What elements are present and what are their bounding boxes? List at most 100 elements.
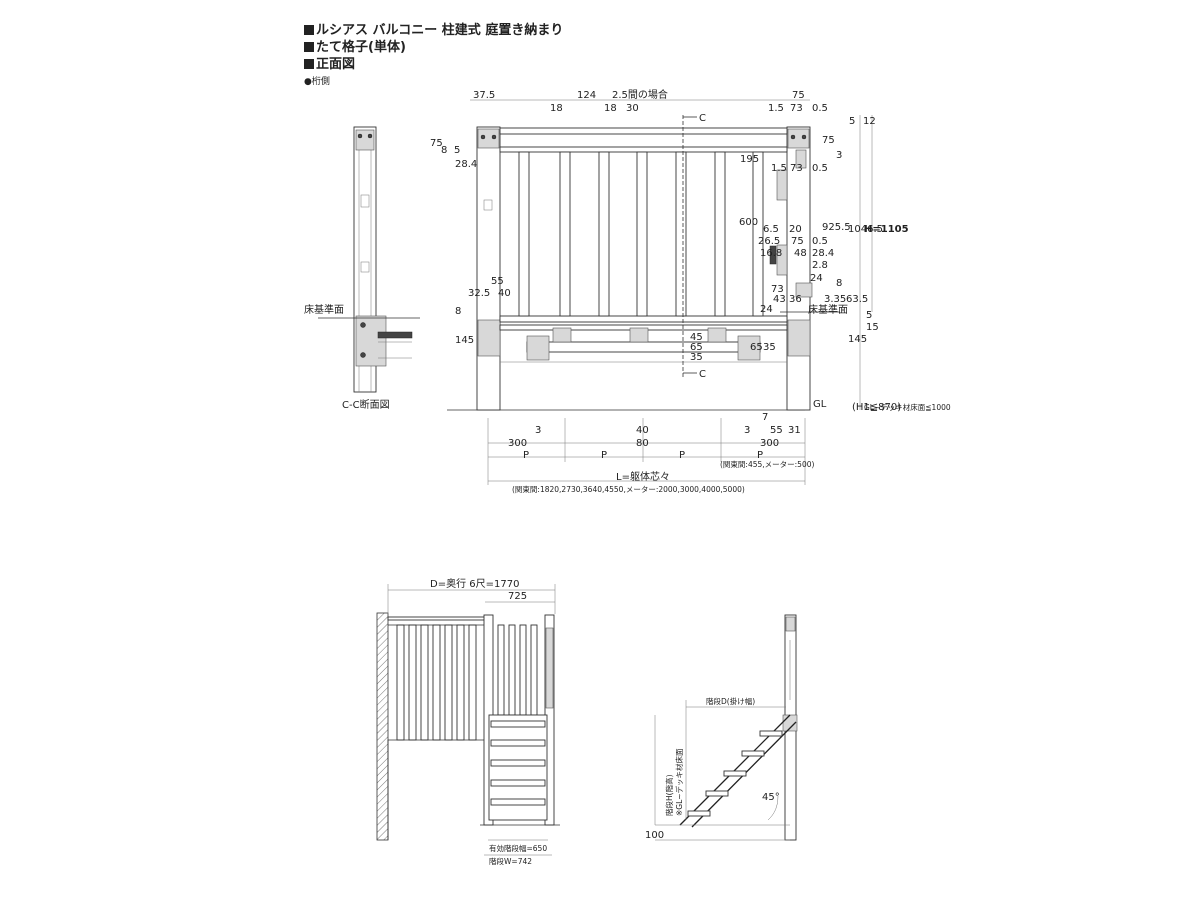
- top-rail: [499, 127, 788, 135]
- svg-text:24: 24: [810, 273, 823, 284]
- label-stair-eff: 有効階段幅=650: [489, 843, 547, 853]
- svg-text:18: 18: [550, 103, 563, 114]
- svg-text:0.5: 0.5: [812, 236, 828, 247]
- label-kanto-l: (関東間:1820,2730,3640,4550,メーター:2000,3000,…: [512, 484, 745, 494]
- svg-text:0.5: 0.5: [812, 103, 828, 114]
- label-w725: 725: [508, 591, 527, 602]
- svg-text:36: 36: [789, 294, 802, 305]
- svg-text:3.35: 3.35: [824, 294, 846, 305]
- svg-text:124: 124: [577, 90, 596, 101]
- svg-text:35: 35: [690, 352, 703, 363]
- dim-37-5: 37.5: [473, 90, 495, 101]
- label-floor-left: 床基準面: [304, 303, 344, 316]
- svg-text:2.8: 2.8: [812, 260, 828, 271]
- cc-post-cap: [355, 129, 375, 151]
- upper-rail: [499, 146, 788, 153]
- label-h-total: H=1105: [864, 224, 909, 235]
- left-post-bracket: [477, 319, 501, 357]
- label-stair-w: 階段W=742: [489, 856, 532, 866]
- svg-text:32.5: 32.5: [468, 288, 490, 299]
- svg-text:5: 5: [454, 145, 460, 156]
- title-subnote: ●桁側: [304, 77, 330, 87]
- label-cc-section: C-C断面図: [342, 398, 390, 411]
- svg-text:73: 73: [790, 103, 803, 114]
- svg-text:55: 55: [491, 276, 504, 287]
- svg-text:30: 30: [626, 103, 639, 114]
- bullet-square-icon: [304, 59, 314, 69]
- label-span-case: 2.5間の場合: [612, 88, 668, 101]
- side-treads: [687, 730, 783, 817]
- svg-text:1.5: 1.5: [768, 103, 784, 114]
- svg-text:925.5: 925.5: [822, 222, 851, 233]
- svg-text:3: 3: [535, 425, 541, 436]
- svg-text:43: 43: [773, 294, 786, 305]
- label-stair-h: 階段H(階高): [664, 774, 674, 816]
- label-l-center: L=躯体芯々: [616, 470, 670, 483]
- svg-text:3: 3: [836, 150, 842, 161]
- label-gl: GL: [813, 399, 827, 410]
- svg-text:0.5: 0.5: [812, 163, 828, 174]
- svg-text:145: 145: [455, 335, 474, 346]
- cc-section-view: 床基準面 C-C断面図: [304, 126, 420, 411]
- svg-text:65: 65: [690, 342, 703, 353]
- label-p-4: P: [757, 450, 763, 461]
- svg-text:8: 8: [455, 306, 461, 317]
- label-angle: 45°: [762, 792, 780, 803]
- svg-text:145: 145: [848, 334, 867, 345]
- svg-text:16.8: 16.8: [760, 248, 782, 259]
- svg-text:55: 55: [770, 425, 783, 436]
- label-h100: 100: [645, 830, 664, 841]
- stair-treads: [490, 720, 546, 806]
- title-line-3: 正面図: [304, 56, 563, 73]
- svg-text:8: 8: [836, 278, 842, 289]
- svg-text:7: 7: [762, 412, 768, 423]
- svg-text:40: 40: [636, 425, 649, 436]
- svg-text:45: 45: [690, 332, 703, 343]
- svg-text:73: 73: [790, 163, 803, 174]
- balusters: [518, 151, 764, 317]
- svg-text:75: 75: [792, 90, 805, 101]
- svg-text:35: 35: [763, 342, 776, 353]
- label-h1: (H1≦870): [852, 402, 901, 413]
- svg-text:75: 75: [822, 135, 835, 146]
- svg-text:75: 75: [430, 138, 443, 149]
- label-stair-d: 階段D(掛け幅): [706, 696, 755, 706]
- svg-text:1.5: 1.5: [771, 163, 787, 174]
- svg-text:26.5: 26.5: [758, 236, 780, 247]
- svg-text:28.4: 28.4: [455, 159, 477, 170]
- svg-text:63.5: 63.5: [846, 294, 868, 305]
- svg-text:24: 24: [760, 304, 773, 315]
- label-stair-note: ※GL~デッキ材床面: [674, 748, 684, 816]
- svg-text:3: 3: [744, 425, 750, 436]
- left-post-cap: [477, 128, 500, 149]
- svg-text:20: 20: [789, 224, 802, 235]
- svg-text:300: 300: [760, 438, 779, 449]
- right-post-cap: [787, 128, 810, 149]
- svg-text:5: 5: [849, 116, 855, 127]
- lower-frame: [526, 341, 761, 353]
- label-section-c-top: C: [699, 113, 706, 124]
- title-line-1: ルシアス バルコニー 柱建式 庭置き納まり: [304, 22, 563, 39]
- bullet-square-icon: [304, 42, 314, 52]
- wall-hatch: [376, 612, 389, 841]
- stair-side-view: 階段D(掛け幅) 階段H(階高) ※GL~デッキ材床面 45° 100: [645, 614, 798, 841]
- label-section-c-bottom: C: [699, 369, 706, 380]
- bottom-rail: [499, 315, 788, 323]
- svg-text:31: 31: [788, 425, 801, 436]
- svg-text:73: 73: [771, 284, 784, 295]
- svg-text:5: 5: [866, 310, 872, 321]
- stair-front-view: D=奥行 6尺=1770 725: [376, 577, 560, 866]
- plan-balusters-right: [497, 624, 538, 716]
- svg-text:600: 600: [739, 217, 758, 228]
- svg-text:48: 48: [794, 248, 807, 259]
- plan-balusters-left: [396, 624, 477, 741]
- label-floor-right: 床基準面: [808, 303, 848, 316]
- svg-text:80: 80: [636, 438, 649, 449]
- svg-text:6.5: 6.5: [763, 224, 779, 235]
- title-block: ルシアス バルコニー 柱建式 庭置き納まり たて格子(単体) 正面図 ●桁側: [304, 22, 563, 91]
- svg-text:195: 195: [740, 154, 759, 165]
- right-post-bracket: [787, 319, 811, 357]
- svg-text:18: 18: [604, 103, 617, 114]
- title-line-2: たて格子(単体): [304, 39, 563, 56]
